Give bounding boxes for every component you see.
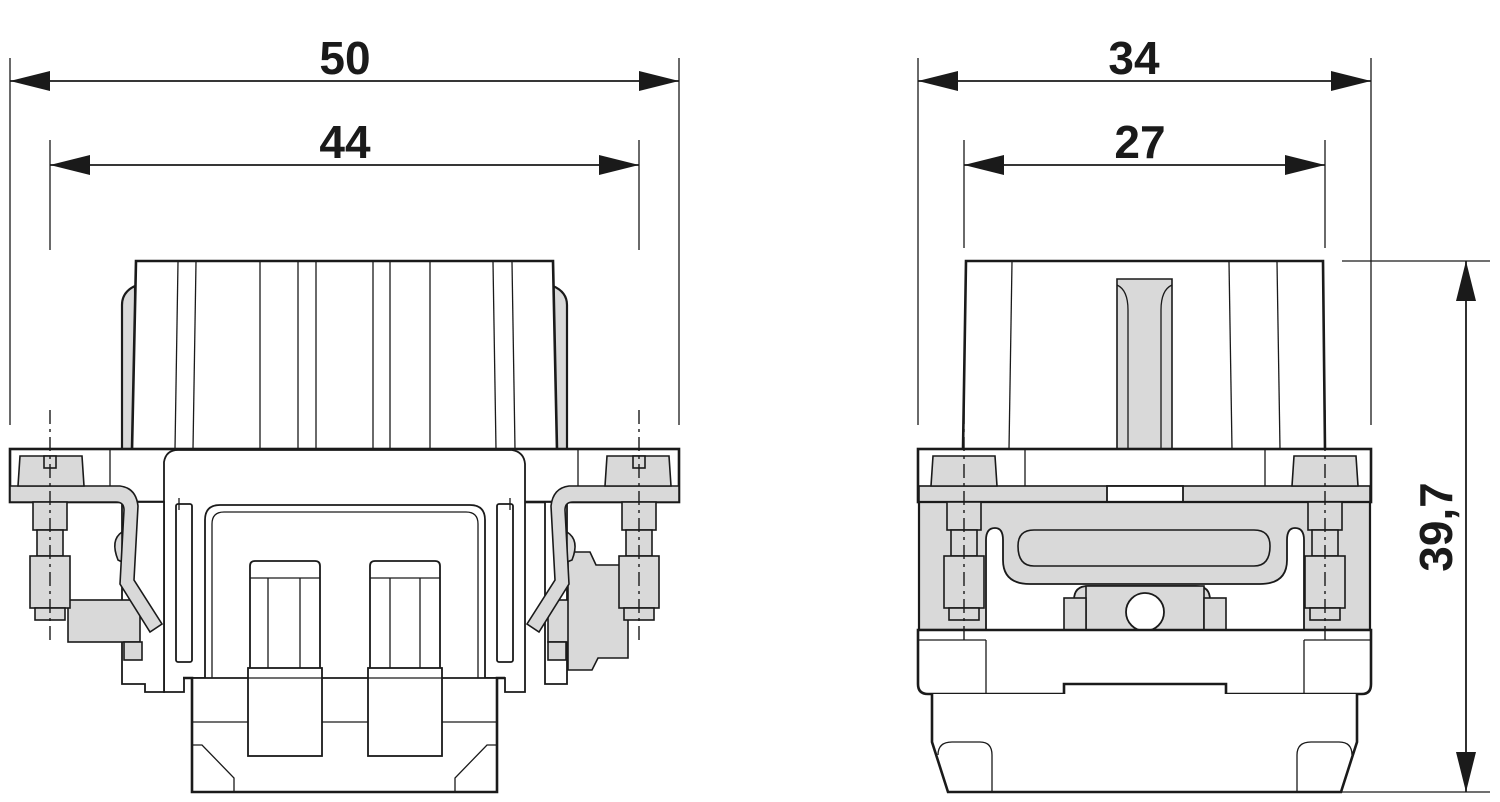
dimension-line-side-width (918, 71, 1371, 91)
front-locking-levers (9, 485, 680, 634)
front-contact-slots (247, 560, 443, 757)
dimension-line-height (1456, 261, 1476, 792)
front-view: 50 44 (8, 32, 681, 794)
front-inner-frame (163, 449, 526, 693)
dimension-line-hole-spacing (50, 155, 639, 175)
side-housing-top (961, 259, 1327, 452)
dimension-label-height: 39,7 (1410, 482, 1462, 572)
dimension-line-side-inner-width (964, 155, 1325, 175)
dimension-label-overall-width: 50 (319, 32, 370, 84)
dimension-label-hole-spacing: 44 (319, 116, 371, 168)
front-housing-top (120, 259, 569, 452)
side-lower-body (916, 628, 1373, 794)
front-shroud (183, 676, 505, 794)
dimension-line-overall-width (10, 71, 679, 91)
side-view: 34 27 39,7 (916, 32, 1490, 794)
dimension-label-side-width: 34 (1108, 32, 1160, 84)
dimension-label-side-inner-width: 27 (1114, 116, 1165, 168)
front-screw-left (17, 455, 85, 621)
